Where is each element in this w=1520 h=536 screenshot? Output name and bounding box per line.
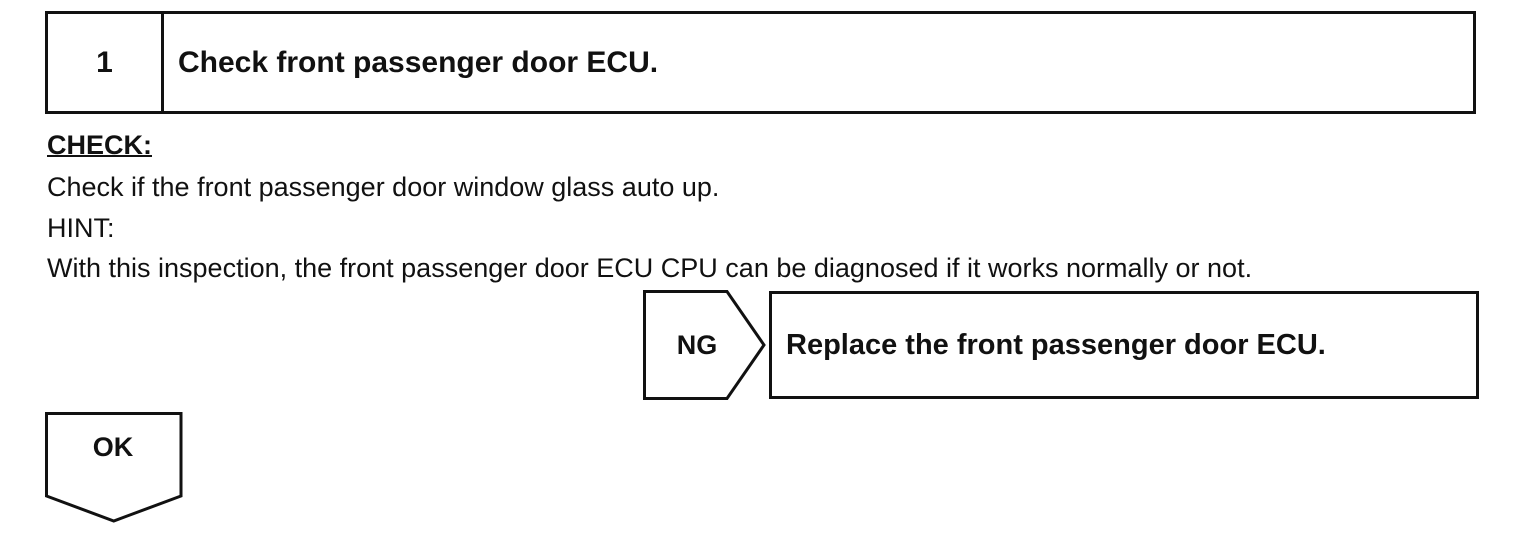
hint-label: HINT: (47, 213, 115, 243)
ok-arrow-shape (45, 412, 183, 523)
ng-result-arrow: NG (643, 290, 767, 400)
ng-action-box: Replace the front passenger door ECU. (769, 291, 1479, 399)
check-instruction: Check if the front passenger door window… (47, 172, 720, 202)
ok-label: OK (92, 432, 134, 462)
ng-arrow-shape (643, 290, 766, 400)
step-number: 1 (48, 14, 164, 111)
ng-label: NG (676, 329, 718, 360)
step-header-box: 1 Check front passenger door ECU. (45, 11, 1476, 114)
hint-text: With this inspection, the front passenge… (47, 253, 1253, 283)
check-heading: CHECK: (47, 130, 152, 160)
step-title: Check front passenger door ECU. (178, 45, 659, 79)
ok-result-arrow: OK (45, 412, 185, 524)
